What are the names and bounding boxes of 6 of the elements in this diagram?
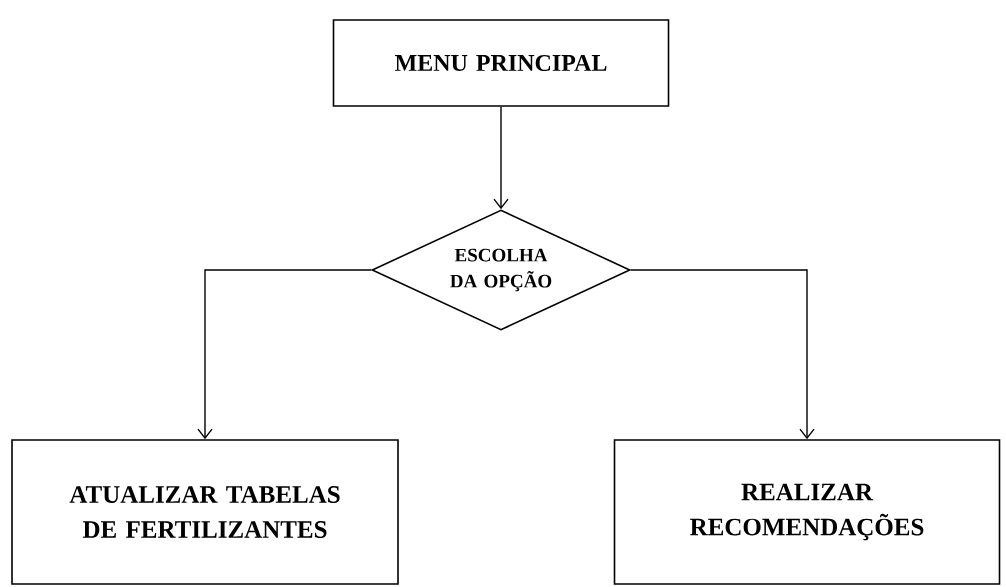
process-box: ATUALIZAR TABELAS DE FERTILIZANTES [11, 439, 399, 585]
arrow [493, 106, 509, 210]
arrow [197, 269, 372, 440]
process-box: MENU PRINCIPAL [332, 19, 670, 107]
arrow [630, 269, 815, 440]
process-box: REALIZAR RECOMENDAÇÕES [613, 439, 1001, 585]
